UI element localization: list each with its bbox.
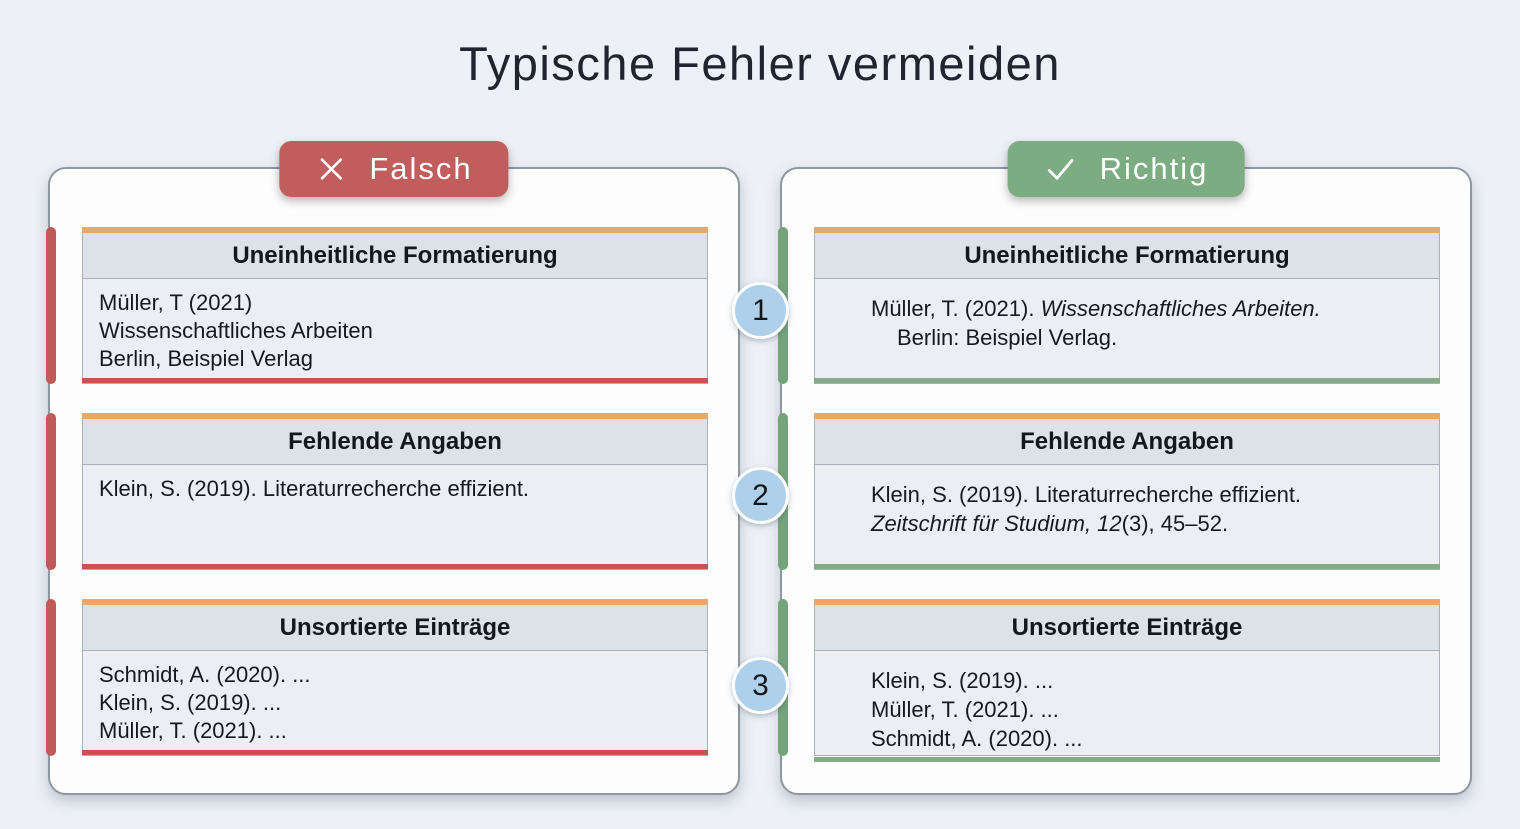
card-title: Fehlende Angaben xyxy=(83,419,707,465)
correct-badge: Richtig xyxy=(1007,141,1245,197)
card-top-accent xyxy=(814,413,1440,419)
card-bottom-accent xyxy=(82,750,708,755)
citation-line: Klein, S. (2019). Literaturrecherche eff… xyxy=(99,476,530,501)
card-body: Müller, T (2021) Wissenschaftliches Arbe… xyxy=(83,279,707,378)
card-title: Uneinheitliche Formatierung xyxy=(815,233,1439,279)
error-card-formatting-wrong: Uneinheitliche Formatierung Müller, T (2… xyxy=(82,227,708,384)
step-badge-2: 2 xyxy=(732,467,789,524)
step-badge-1: 1 xyxy=(732,282,789,339)
error-card-unsorted-wrong: Unsortierte Einträge Schmidt, A. (2020).… xyxy=(82,599,708,756)
error-card-formatting-correct: Uneinheitliche Formatierung Müller, T. (… xyxy=(814,227,1440,384)
citation-line: Wissenschaftliches Arbeiten xyxy=(99,318,373,343)
citation-line: Müller, T. (2021). Wissenschaftliches Ar… xyxy=(871,296,1321,321)
step-badge-3: 3 xyxy=(732,657,789,714)
check-icon xyxy=(1044,152,1078,186)
citation-line: Klein, S. (2019). Literaturrecherche eff… xyxy=(871,482,1302,507)
citation-line: Berlin: Beispiel Verlag. xyxy=(897,325,1118,350)
step-number: 3 xyxy=(752,668,769,702)
x-icon xyxy=(315,153,347,185)
wrong-panel: Falsch Uneinheitliche Formatierung Mülle… xyxy=(46,141,740,795)
citation-line: Berlin, Beispiel Verlag xyxy=(99,346,314,371)
card-bottom-accent xyxy=(82,564,708,569)
card-accent-bar xyxy=(46,227,56,384)
error-card-missing-wrong: Fehlende Angaben Klein, S. (2019). Liter… xyxy=(82,413,708,570)
card-bottom-accent xyxy=(814,757,1440,762)
citation-line: Klein, S. (2019). ... xyxy=(871,668,1054,693)
citation-line: Schmidt, A. (2020). ... xyxy=(99,662,311,687)
card-top-accent xyxy=(82,227,708,233)
wrong-badge-label: Falsch xyxy=(369,151,473,186)
card-top-accent xyxy=(814,227,1440,233)
citation-line: Schmidt, A. (2020). ... xyxy=(871,726,1083,751)
card-title: Uneinheitliche Formatierung xyxy=(83,233,707,279)
correct-badge-label: Richtig xyxy=(1099,151,1209,186)
card-title: Fehlende Angaben xyxy=(815,419,1439,465)
citation-line: Müller, T (2021) xyxy=(99,290,253,315)
card-top-accent xyxy=(814,599,1440,605)
citation-line: Zeitschrift für Studium, 12(3), 45–52. xyxy=(871,511,1229,536)
card-accent-bar xyxy=(46,599,56,756)
page-title: Typische Fehler vermeiden xyxy=(459,37,1061,90)
card-body: Schmidt, A. (2020). ... Klein, S. (2019)… xyxy=(83,651,707,750)
error-card-unsorted-correct: Unsortierte Einträge Klein, S. (2019). .… xyxy=(814,599,1440,762)
step-number: 2 xyxy=(752,478,769,512)
wrong-badge: Falsch xyxy=(279,141,509,197)
citation-line: Klein, S. (2019). ... xyxy=(99,690,282,715)
card-body: Klein, S. (2019). Literaturrecherche eff… xyxy=(83,465,707,564)
card-body: Klein, S. (2019). ... Müller, T. (2021).… xyxy=(815,651,1439,757)
card-top-accent xyxy=(82,413,708,419)
card-bottom-accent xyxy=(82,378,708,383)
correct-panel: Richtig Uneinheitliche Formatierung Müll… xyxy=(778,141,1472,795)
card-title: Unsortierte Einträge xyxy=(83,605,707,651)
error-card-missing-correct: Fehlende Angaben Klein, S. (2019). Liter… xyxy=(814,413,1440,570)
card-title: Unsortierte Einträge xyxy=(815,605,1439,651)
card-top-accent xyxy=(82,599,708,605)
step-number: 1 xyxy=(752,293,769,327)
card-bottom-accent xyxy=(814,564,1440,569)
card-bottom-accent xyxy=(814,378,1440,383)
citation-line: Müller, T. (2021). ... xyxy=(871,697,1059,722)
card-body: Klein, S. (2019). Literaturrecherche eff… xyxy=(815,465,1439,564)
card-body: Müller, T. (2021). Wissenschaftliches Ar… xyxy=(815,279,1439,378)
citation-line: Müller, T. (2021). ... xyxy=(99,718,287,743)
card-accent-bar xyxy=(46,413,56,570)
